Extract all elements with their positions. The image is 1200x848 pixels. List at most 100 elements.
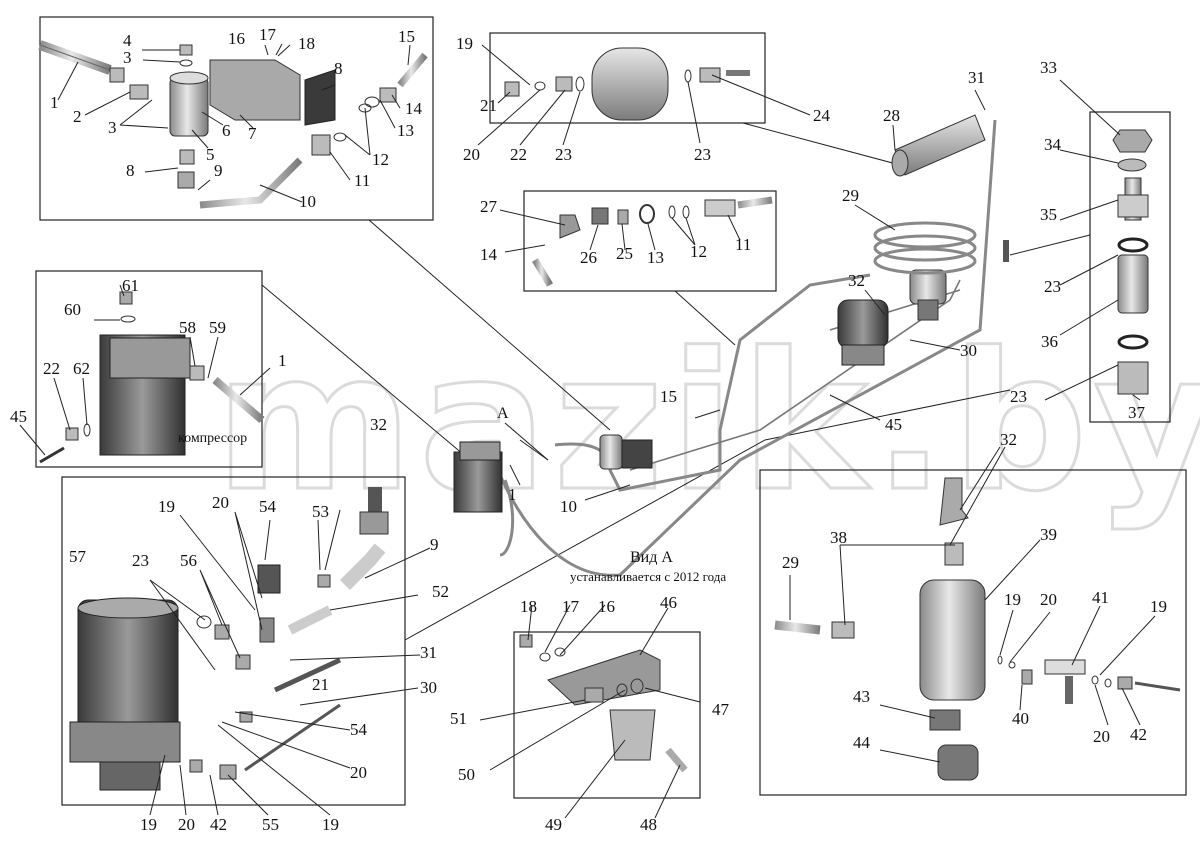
part-number-34: 34 [1044, 135, 1062, 154]
part-number-16: 16 [228, 29, 245, 48]
part-number-49: 49 [545, 815, 562, 834]
view-a-note: устанавливается с 2012 года [570, 569, 726, 584]
part-number-45-center: 45 [885, 415, 902, 434]
frame-dryer-group [61, 476, 406, 806]
filter-central [599, 434, 653, 470]
part-number-23-dryer: 23 [132, 551, 149, 570]
part-number-20-dryer-mid: 20 [350, 763, 367, 782]
part-number-37: 37 [1128, 403, 1146, 422]
part-number-48: 48 [640, 815, 657, 834]
part-number-53: 53 [312, 502, 329, 521]
part-number-11-fitting: 11 [735, 235, 751, 254]
part-number-32-top: 32 [848, 271, 865, 290]
part-number-1: 1 [50, 93, 59, 112]
part-number-32-dryer: 32 [370, 415, 387, 434]
part-number-20-valve-a: 20 [1040, 590, 1057, 609]
fitting-small [1003, 240, 1009, 262]
part-number-42-dryer: 42 [210, 815, 227, 834]
part-number-29-valve: 29 [782, 553, 799, 572]
part-number-41: 41 [1092, 588, 1109, 607]
part-number-30-top: 30 [960, 341, 977, 360]
part-number-13-fitting: 13 [647, 248, 664, 267]
leader [404, 389, 1011, 641]
part-number-38: 38 [830, 528, 847, 547]
valve-central [909, 269, 947, 321]
part-number-31-dryer: 31 [420, 643, 437, 662]
leader-lines [19, 43, 1156, 819]
part-number-1-compressor: 1 [278, 351, 287, 370]
part-number-3-bottom: 3 [108, 118, 117, 137]
part-number-30-dryer: 30 [420, 678, 437, 697]
leader [674, 290, 736, 346]
part-number-20-dryer-top: 20 [212, 493, 229, 512]
part-number-22-compressor: 22 [43, 359, 60, 378]
part-number-29-top: 29 [842, 186, 859, 205]
part-number-23-check-b: 23 [1010, 387, 1027, 406]
part-number-20-dryer-bottom: 20 [178, 815, 195, 834]
part-number-13: 13 [397, 121, 414, 140]
part-number-15: 15 [398, 27, 415, 46]
part-number-40: 40 [1012, 709, 1029, 728]
part-number-19-dryer-bottom: 19 [140, 815, 157, 834]
part-number-15-center: 15 [660, 387, 677, 406]
part-number-43: 43 [853, 687, 870, 706]
frame-valve-group [759, 469, 1187, 796]
compressor-central [453, 441, 503, 513]
dryer-group-parts [69, 487, 389, 791]
part-number-26: 26 [580, 248, 597, 267]
receiver-tank-28 [891, 114, 986, 177]
part-number-6: 6 [222, 121, 231, 140]
part-number-23-check-a: 23 [1044, 277, 1061, 296]
part-number-44: 44 [853, 733, 871, 752]
part-number-54-top: 54 [259, 497, 277, 516]
leader [368, 219, 611, 431]
receiver-group-parts [504, 47, 750, 121]
part-number-20-valve-b: 20 [1093, 727, 1110, 746]
dryer-central [837, 299, 889, 366]
view-a-caption: Вид А [630, 549, 673, 566]
part-number-60: 60 [64, 300, 81, 319]
part-number-50: 50 [458, 765, 475, 784]
part-number-9: 9 [214, 161, 223, 180]
compressor-group-parts [39, 291, 265, 464]
part-number-7: 7 [248, 124, 257, 143]
part-number-8-right: 8 [334, 59, 343, 78]
pipe-1 [499, 479, 515, 557]
leader [742, 122, 901, 166]
part-number-46: 46 [660, 593, 677, 612]
leader [1009, 234, 1091, 256]
part-number-54-bottom: 54 [350, 720, 368, 739]
part-number-19-valve-a: 19 [1004, 590, 1021, 609]
part-number-32-right: 32 [1000, 430, 1017, 449]
part-number-4: 4 [123, 31, 132, 50]
part-number-27: 27 [480, 197, 498, 216]
frame-fittings-group [523, 190, 777, 292]
part-number-18: 18 [298, 34, 315, 53]
frame-compressor-group [35, 270, 263, 468]
coil-29 [873, 221, 977, 275]
part-number-10-center: 10 [560, 497, 577, 516]
fittings-group-parts [531, 196, 773, 287]
part-number-16-viewa: 16 [598, 597, 615, 616]
part-number-19-receiver: 19 [456, 34, 473, 53]
part-number-33: 33 [1040, 58, 1057, 77]
part-number-14: 14 [405, 99, 423, 118]
part-number-11: 11 [354, 171, 370, 190]
leader [261, 284, 471, 461]
frame-filter-group [39, 16, 434, 221]
view-a-marker-line [504, 422, 549, 461]
part-number-12-fitting: 12 [690, 242, 707, 261]
part-number-10: 10 [299, 192, 316, 211]
part-number-2: 2 [73, 107, 82, 126]
part-number-21-dryer: 21 [312, 675, 329, 694]
part-number-61: 61 [122, 276, 139, 295]
part-number-39: 39 [1040, 525, 1057, 544]
valve-group-parts [774, 477, 1181, 781]
view-a-parts [519, 634, 688, 773]
part-number-62: 62 [73, 359, 90, 378]
part-number-18-viewa: 18 [520, 597, 537, 616]
compressor-label: компрессор [178, 431, 247, 446]
part-number-19-dryer-right: 19 [322, 815, 339, 834]
part-number-28: 28 [883, 106, 900, 125]
